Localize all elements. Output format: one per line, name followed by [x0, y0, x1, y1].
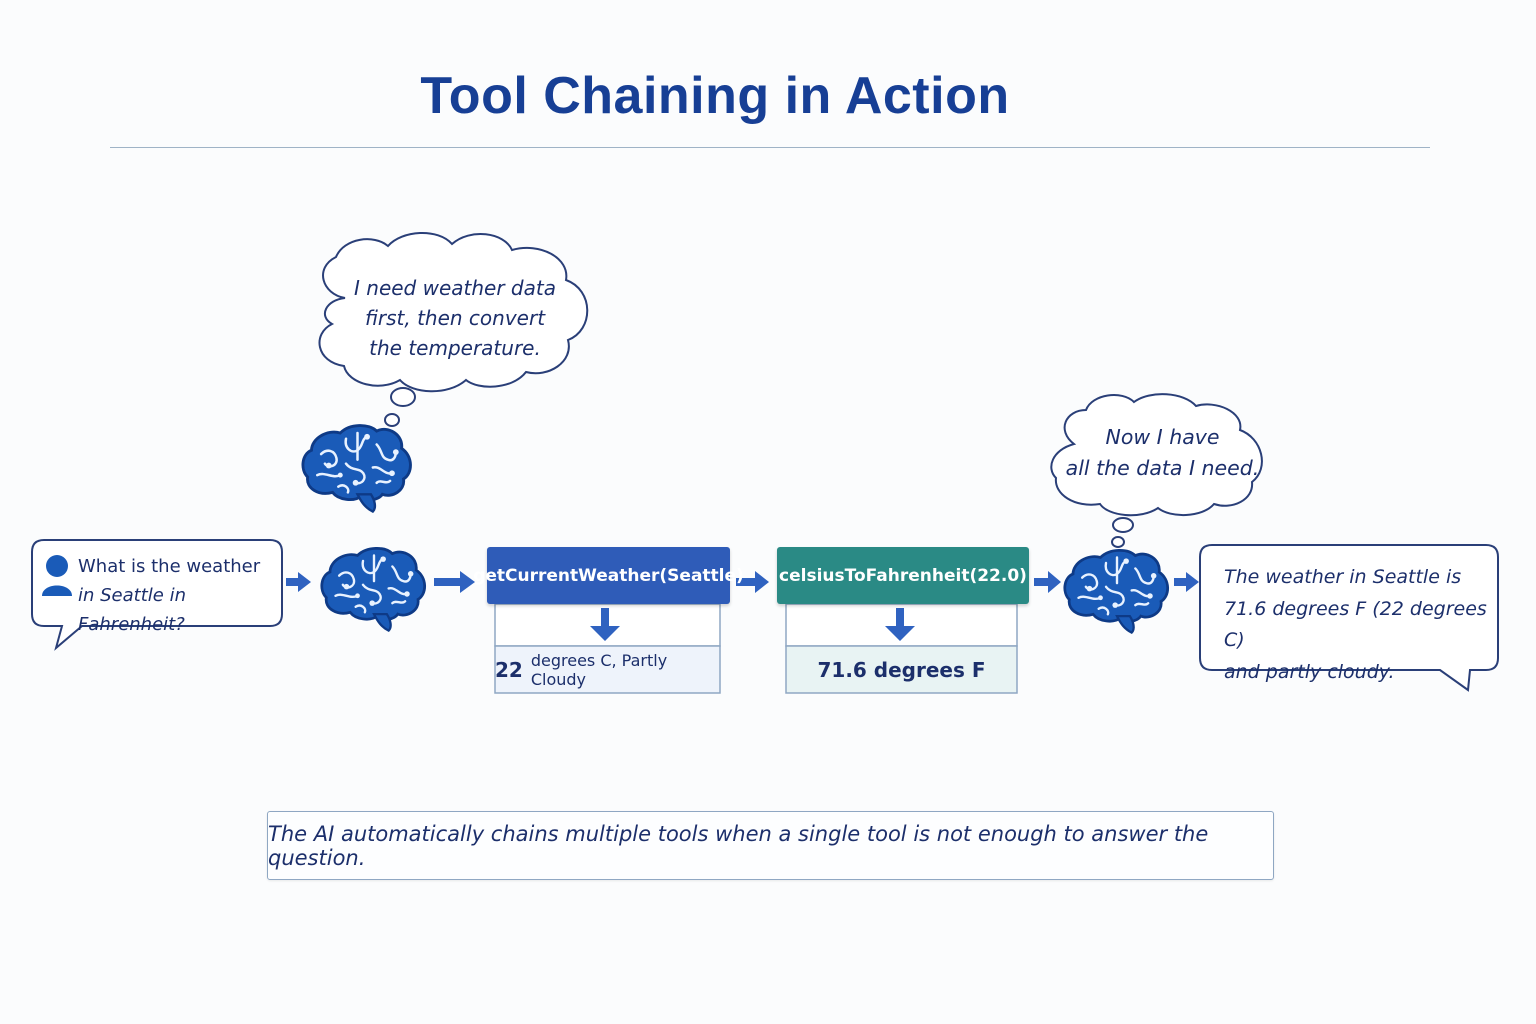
answer-line-1: The weather in Seattle is — [1224, 566, 1462, 588]
thought-1-line-1: I need weather data — [354, 276, 556, 300]
tool-1-result-value: 22 — [495, 657, 523, 682]
down-arrow-1 — [590, 608, 620, 641]
tool-2-header: celsiusToFahrenheit(22.0) — [777, 547, 1029, 604]
tool-2-call: celsiusToFahrenheit(22.0) — [779, 565, 1027, 586]
user-question-bubble — [31, 539, 283, 651]
summary-box: The AI automatically chains multiple too… — [267, 811, 1274, 880]
summary-text: The AI automatically chains multiple too… — [268, 821, 1209, 870]
brain-icon-answering — [1063, 548, 1170, 635]
thought-2-text: Now I have all the data I need. — [1060, 422, 1265, 484]
brain-icon-planning — [320, 546, 427, 633]
flow-arrow-5 — [1174, 572, 1199, 592]
flow-arrow-3 — [736, 571, 769, 593]
answer-line-3: and partly cloudy. — [1224, 660, 1395, 683]
user-question-line-1: What is the weather — [78, 556, 261, 577]
user-question-text: What is the weather in Seattle in Fahren… — [78, 552, 278, 639]
flow-arrow-4 — [1034, 571, 1061, 593]
thought-cloud-1 — [318, 231, 589, 427]
flow-arrow-2 — [434, 571, 475, 593]
thought-cloud-2 — [1050, 393, 1263, 548]
diagram-title: Tool Chaining in Action — [420, 67, 1010, 125]
thought-2-line-1: Now I have — [1105, 425, 1220, 449]
tool-1-result-description: degrees C, Partly Cloudy — [530, 650, 668, 689]
title-divider — [110, 147, 1430, 148]
thought-1-line-3: the temperature. — [369, 336, 541, 360]
tool-2-result: 71.6 degrees F — [786, 646, 1017, 693]
flow-arrow-1 — [286, 572, 311, 592]
tool-1-result: 22 degrees C, Partly Cloudy — [495, 646, 720, 693]
answer-bubble — [1199, 544, 1499, 692]
user-icon — [42, 555, 72, 596]
answer-line-2: 71.6 degrees F (22 degrees C) — [1224, 597, 1487, 652]
answer-text: The weather in Seattle is 71.6 degrees F… — [1224, 562, 1494, 688]
thought-2-line-2: all the data I need. — [1065, 456, 1260, 480]
tool-2-result-value: 71.6 degrees F — [817, 657, 986, 682]
user-question-line-2: in Seattle in Fahrenheit? — [78, 585, 186, 635]
thought-1-text: I need weather data first, then convert … — [340, 273, 570, 363]
thought-1-line-2: first, then convert — [364, 306, 546, 330]
brain-icon-thinking — [301, 424, 412, 514]
tool-1-call: getCurrentWeather(Seattle) — [473, 565, 744, 586]
tool-1-header: getCurrentWeather(Seattle) — [473, 547, 744, 604]
down-arrow-2 — [885, 608, 915, 641]
